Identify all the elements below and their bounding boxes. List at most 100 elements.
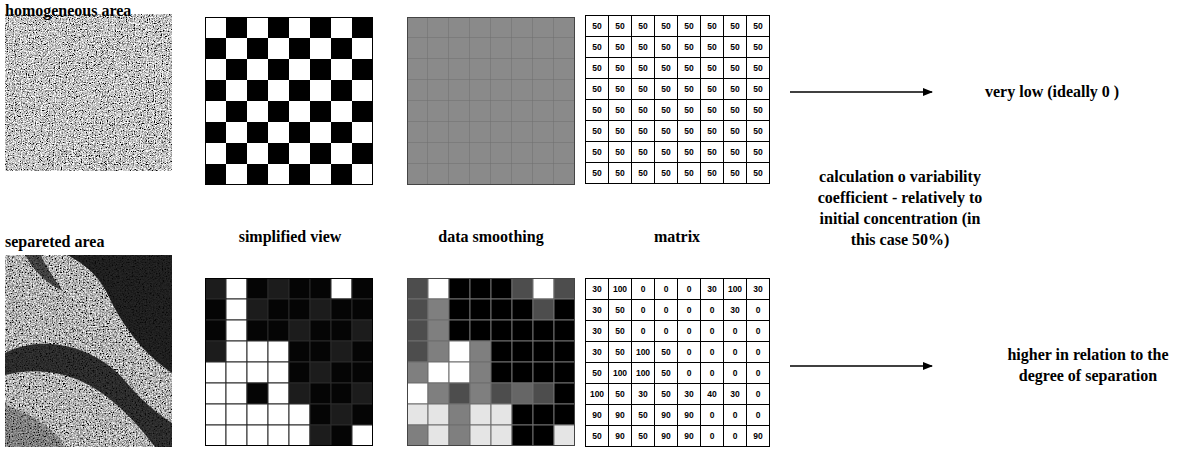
matrix-cell: 0 [747,405,770,426]
matrix-cell: 50 [724,16,747,37]
matrix-cell: 50 [655,100,678,121]
matrix-cell: 0 [701,300,724,321]
matrix-cell: 50 [632,100,655,121]
result-arrow [790,91,932,93]
matrix-cell: 0 [678,321,701,342]
matrix-cell: 50 [609,58,632,79]
matrix-cell: 30 [586,321,609,342]
matrix-cell: 0 [747,363,770,384]
text-holder: calculation o variability coefficient - … [809,166,991,250]
matrix-cell: 50 [724,142,747,163]
matrix-cell: 0 [724,321,747,342]
separated-texture [5,255,172,447]
matrix-cell: 50 [632,426,655,447]
matrix-cell: 0 [747,321,770,342]
text-holder: separeted area [5,231,104,252]
matrix-cell: 30 [701,279,724,300]
matrix-cell: 50 [609,100,632,121]
matrix-cell: 100 [632,363,655,384]
method-note: calculation o variability coefficient - … [809,166,991,250]
matrix-cell: 50 [655,384,678,405]
matrix-cell: 90 [655,405,678,426]
matrix-cell: 50 [701,142,724,163]
text-holder: very low (ideally 0 ) [985,81,1119,102]
smoothed-view [407,278,575,446]
matrix-cell: 90 [678,405,701,426]
matrix-cell: 50 [678,79,701,100]
matrix-cell: 50 [609,342,632,363]
matrix-cell: 50 [586,37,609,58]
matrix-cell: 30 [747,279,770,300]
matrix-cell: 50 [632,16,655,37]
matrix-cell: 0 [747,384,770,405]
value-matrix: 3010000030100303050000030030500000003050… [585,278,770,447]
matrix-cell: 0 [701,363,724,384]
matrix-cell: 30 [586,279,609,300]
matrix-cell: 50 [632,79,655,100]
text-holder: matrix [654,226,700,247]
matrix-cell: 30 [632,384,655,405]
matrix-cell: 50 [632,163,655,184]
matrix-cell: 0 [724,405,747,426]
matrix-cell: 50 [632,121,655,142]
matrix-cell: 50 [678,16,701,37]
matrix-cell: 0 [747,342,770,363]
matrix-cell: 0 [701,405,724,426]
result-note: higher in relation to the degree of sepa… [985,344,1191,386]
matrix-cell: 90 [609,405,632,426]
matrix-cell: 50 [724,121,747,142]
matrix-cell: 50 [724,100,747,121]
smoothed-uniform [407,17,575,185]
matrix-cell: 50 [609,16,632,37]
matrix-cell: 50 [632,142,655,163]
matrix-cell: 30 [678,384,701,405]
matrix-cell: 50 [747,58,770,79]
matrix-cell: 50 [678,121,701,142]
matrix-cell: 50 [747,16,770,37]
matrix-cell: 50 [655,16,678,37]
matrix-cell: 100 [609,279,632,300]
matrix-cell: 0 [678,363,701,384]
matrix-cell: 50 [655,58,678,79]
matrix-cell: 100 [632,342,655,363]
matrix-cell: 50 [724,163,747,184]
matrix-cell: 50 [747,121,770,142]
binary-view [205,278,373,446]
matrix-cell: 30 [724,300,747,321]
matrix-cell: 50 [747,142,770,163]
matrix-cell: 0 [724,363,747,384]
matrix-cell: 50 [747,79,770,100]
matrix-cell: 50 [632,405,655,426]
matrix-cell: 0 [701,321,724,342]
matrix-cell: 0 [701,342,724,363]
matrix-cell: 50 [586,100,609,121]
matrix-cell: 100 [724,279,747,300]
matrix-cell: 0 [678,279,701,300]
matrix-cell: 50 [655,363,678,384]
matrix-cell: 50 [724,58,747,79]
matrix-cell: 50 [701,16,724,37]
matrix-cell: 50 [655,342,678,363]
matrix-cell: 50 [678,163,701,184]
matrix-cell: 50 [747,163,770,184]
matrix-cell: 50 [609,37,632,58]
matrix-cell: 50 [701,37,724,58]
homogeneous-texture [5,14,172,171]
matrix-cell: 50 [655,163,678,184]
matrix-cell: 0 [632,279,655,300]
result-arrow [790,365,932,367]
matrix-cell: 50 [701,121,724,142]
matrix-cell: 50 [678,100,701,121]
matrix-cell: 50 [655,37,678,58]
matrix-cell: 0 [632,321,655,342]
matrix-cell: 30 [586,342,609,363]
matrix-cell: 50 [586,363,609,384]
matrix-cell: 50 [586,79,609,100]
row-title: separeted area [5,231,104,252]
matrix-cell: 50 [586,142,609,163]
row-title: homogeneous area [5,0,131,21]
matrix-cell: 100 [586,384,609,405]
matrix-cell: 50 [609,79,632,100]
matrix-cell: 0 [678,342,701,363]
checkerboard-view [205,17,373,185]
